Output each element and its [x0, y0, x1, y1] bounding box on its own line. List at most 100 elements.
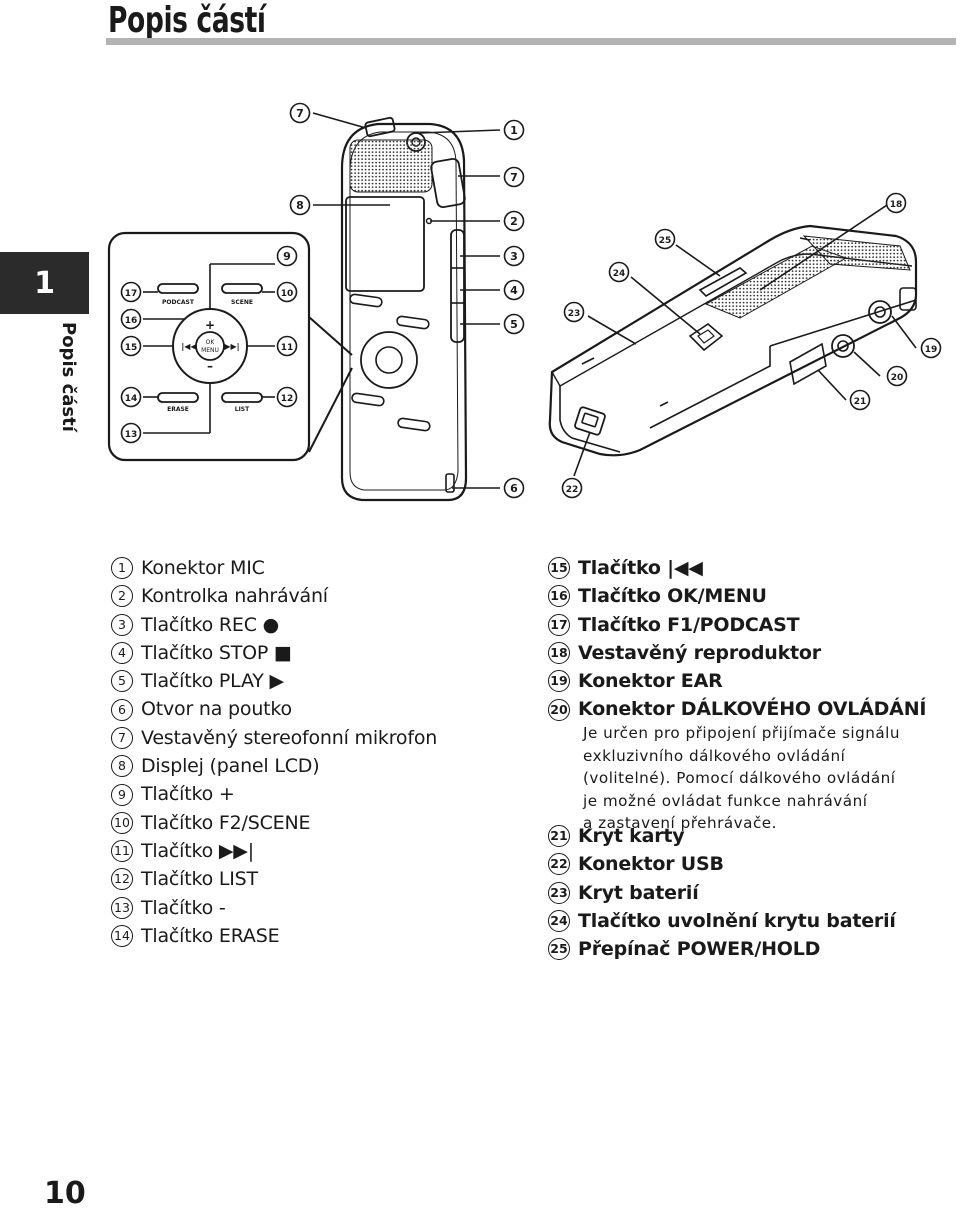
item-label: Tlačítko REC ● [141, 613, 279, 636]
scene-button [221, 283, 263, 294]
callout-19: 19 [920, 337, 942, 359]
item-label: Konektor EAR [578, 670, 723, 693]
minus-label: – [207, 359, 213, 373]
list-item: 11 Tlačítko ▶▶| [111, 837, 437, 865]
callout-3: 3 [503, 245, 525, 267]
list-button [221, 392, 263, 403]
item-number-badge: 4 [111, 642, 133, 665]
item-number-badge: 7 [111, 726, 133, 749]
list-item: 7 Vestavěný stereofonní mikrofon [111, 724, 437, 752]
svg-text:6: 6 [510, 482, 518, 495]
svg-text:2: 2 [510, 215, 518, 228]
svg-text:4: 4 [510, 284, 518, 297]
podcast-button [157, 283, 199, 294]
item-number-badge: 6 [111, 698, 133, 721]
svg-text:21: 21 [854, 397, 867, 407]
ok-menu-button [195, 331, 225, 361]
item-label: Konektor DÁLKOVÉHO OVLÁDÁNÍ [578, 698, 927, 721]
list-item: 22 Konektor USB [548, 850, 896, 878]
item-label: Vestavěný stereofonní mikrofon [141, 726, 438, 749]
callout-14: 14 [120, 386, 142, 408]
item-number-badge: 15 [548, 557, 570, 580]
item-label: Otvor na poutko [141, 698, 292, 721]
item-label: Tlačítko F1/PODCAST [578, 613, 800, 636]
description-line: je možné ovládat funkce nahrávání [583, 791, 868, 810]
item-number-badge: 24 [548, 910, 570, 933]
item-label: Tlačítko ▶▶| [141, 839, 254, 862]
svg-text:7: 7 [510, 171, 518, 184]
callout-20: 20 [886, 365, 908, 387]
page-number: 10 [44, 1176, 86, 1211]
item-number-badge: 19 [548, 670, 570, 693]
chapter-tab: 1 [0, 252, 89, 314]
item-label: Tlačítko |◀◀ [578, 557, 703, 579]
svg-text:24: 24 [613, 269, 626, 279]
item-number-badge: 11 [111, 840, 133, 863]
lcd-display [345, 196, 425, 292]
recorder-diagram: PODCAST SCENE ERASE LIST OK MENU + – |◀◀… [107, 102, 942, 502]
page-title: Popis částí [108, 0, 266, 41]
callout-7: 7 [289, 102, 311, 124]
callout-8: 8 [289, 194, 311, 216]
item-label: Tlačítko PLAY ▶ [141, 670, 284, 693]
item-label: Tlačítko OK/MENU [578, 585, 767, 608]
recorder-body-front [340, 122, 468, 502]
callout-4: 4 [503, 279, 525, 301]
description-line: a zastavení přehrávače. [583, 814, 777, 833]
description-line: (volitelné). Pomocí dálkového ovládání [583, 769, 896, 788]
item-number-badge: 8 [111, 755, 133, 778]
callout-11: 11 [276, 335, 298, 357]
item-number-badge: 20 [548, 698, 570, 721]
erase-button [157, 392, 199, 403]
svg-text:20: 20 [891, 373, 904, 383]
title-underline [106, 38, 956, 45]
item-label: Kryt karty [578, 825, 685, 847]
svg-text:7: 7 [296, 107, 304, 120]
item-label: Vestavěný reproduktor [578, 641, 821, 664]
svg-text:12: 12 [281, 394, 294, 404]
fast-forward-icon: ▶▶| [224, 342, 239, 351]
callout-22: 22 [561, 477, 583, 499]
list-item: 15 Tlačítko |◀◀ [548, 554, 926, 582]
svg-text:11: 11 [281, 343, 294, 353]
item-label: Tlačítko F2/SCENE [141, 811, 311, 834]
callout-18: 18 [885, 192, 907, 214]
svg-text:19: 19 [925, 345, 938, 355]
item-number-badge: 9 [111, 783, 133, 806]
item-number-badge: 3 [111, 613, 133, 636]
item-number-badge: 10 [111, 811, 133, 834]
item-label: Displej (panel LCD) [141, 755, 320, 778]
item-label: Kontrolka nahrávání [141, 585, 328, 608]
callout-17: 17 [120, 281, 142, 303]
podcast-label: PODCAST [162, 299, 195, 306]
front-control-ring [360, 331, 418, 389]
list-item: 10 Tlačítko F2/SCENE [111, 809, 437, 837]
item-number-badge: 13 [111, 896, 133, 919]
list-item: 20 Konektor DÁLKOVÉHO OVLÁDÁNÍ [548, 695, 926, 723]
svg-text:18: 18 [890, 200, 903, 210]
item-number-badge: 23 [548, 881, 570, 904]
item-number-badge: 25 [548, 938, 570, 961]
item-label: Tlačítko - [141, 896, 226, 919]
remote-description: Je určen pro připojení přijímače signálu… [583, 722, 960, 835]
svg-text:14: 14 [125, 394, 138, 404]
item-label: Konektor USB [578, 853, 724, 876]
item-number-badge: 22 [548, 853, 570, 876]
front-mic-grille [349, 139, 433, 193]
button-inset-panel [107, 231, 311, 462]
svg-text:9: 9 [283, 250, 291, 263]
item-label: Tlačítko uvolnění krytu baterií [578, 909, 896, 932]
rewind-icon: |◀◀ [181, 342, 197, 351]
